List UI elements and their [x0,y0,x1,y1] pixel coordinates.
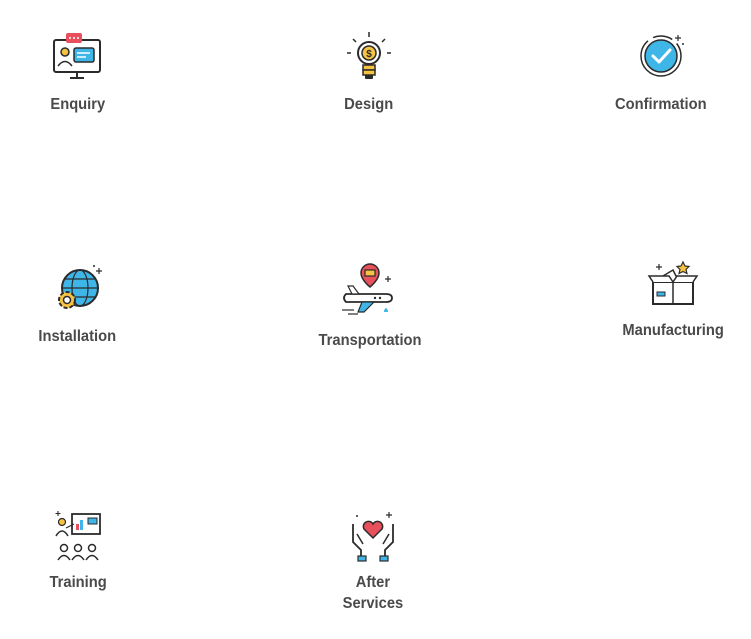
step-label: Enquiry [50,96,106,113]
open-box-star-icon [647,260,699,305]
step-label: Training [49,574,107,591]
hands-heart-icon [352,512,394,562]
step-enquiry: Enquiry [37,30,119,115]
svg-text:$: $ [366,49,372,60]
step-manufacturing: Manufacturing [618,258,728,341]
presentation-audience-icon [55,511,101,561]
globe-gear-icon [58,265,102,309]
enquiry-icon [53,33,101,79]
check-badge-icon [640,35,684,77]
step-confirmation: Confirmation [612,30,710,115]
step-label: Transportation [318,332,422,349]
step-installation: Installation [34,262,120,347]
step-label-line1: After [355,574,391,591]
airplane-location-icon [342,263,393,315]
step-label-line2: Services [342,595,404,612]
lightbulb-dollar-icon: $ [347,32,391,79]
step-label: Confirmation [615,96,707,113]
step-design: $ Design [330,30,408,115]
step-label: Installation [38,328,116,345]
step-label: Manufacturing [622,322,724,339]
step-label: After Services [343,572,404,614]
step-label: Design [344,96,394,113]
step-training: Training [40,508,116,593]
step-after-services: After Services [334,508,412,614]
step-transportation: Transportation [314,262,426,351]
